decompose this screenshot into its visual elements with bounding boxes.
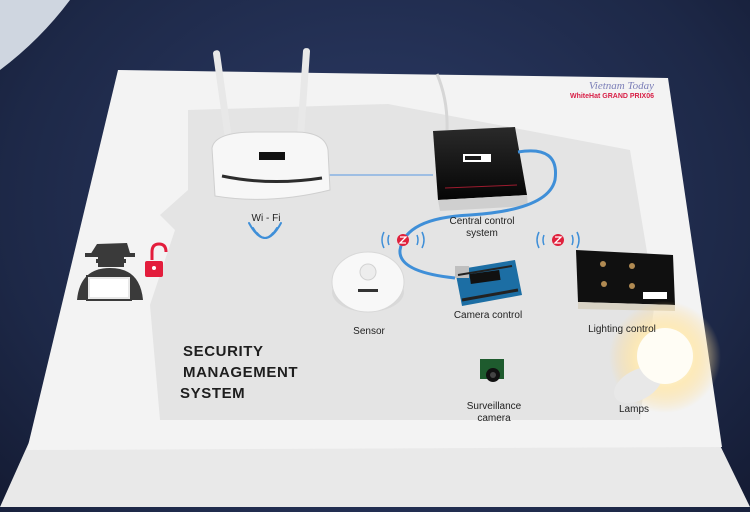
title-line1: SECURITY — [183, 343, 264, 360]
central-control-line1: Central control — [449, 216, 515, 227]
zigbee-icon-left — [381, 231, 425, 249]
wifi-router — [211, 48, 331, 200]
curtain-corner — [0, 0, 70, 70]
central-control-label: Central control system — [432, 216, 532, 240]
lighting-control-switch — [576, 250, 675, 311]
sensor-label: Sensor — [353, 326, 385, 337]
system-title: SECURITY MANAGEMENT SYSTEM — [180, 341, 299, 404]
surveillance-camera-line1: Surveillance — [466, 401, 522, 412]
arduino-board — [455, 260, 522, 306]
lighting-control-label: Lighting control — [588, 324, 656, 335]
hacker-icon — [77, 243, 143, 301]
wifi-waves-icon — [248, 222, 282, 239]
title-line3: SYSTEM — [180, 385, 246, 402]
lamp-bulb — [609, 301, 721, 413]
branding-line1: Vietnam Today — [588, 80, 654, 92]
lamps-label: Lamps — [618, 404, 649, 415]
branding-line2: WhiteHat GRAND PRIX06 — [569, 93, 654, 100]
usb-cable — [398, 149, 558, 280]
surveillance-camera-line2: camera — [477, 413, 511, 424]
surveillance-camera-label: Surveillance camera — [448, 401, 540, 425]
unlocked-padlock-icon — [145, 242, 168, 277]
power-cable — [435, 73, 449, 131]
camera-control-label: Camera control — [453, 310, 523, 321]
table-cloth — [0, 435, 750, 507]
motion-sensor — [331, 251, 405, 313]
title-line2: MANAGEMENT — [183, 364, 299, 381]
zigbee-icon-right — [536, 231, 580, 249]
central-control-line2: system — [466, 228, 498, 239]
branding-logo: Vietnam Today WhiteHat GRAND PRIX06 — [536, 80, 654, 100]
central-control-box — [433, 127, 528, 211]
wifi-label: Wi - Fi — [251, 213, 281, 224]
surveillance-camera-module — [480, 359, 504, 382]
